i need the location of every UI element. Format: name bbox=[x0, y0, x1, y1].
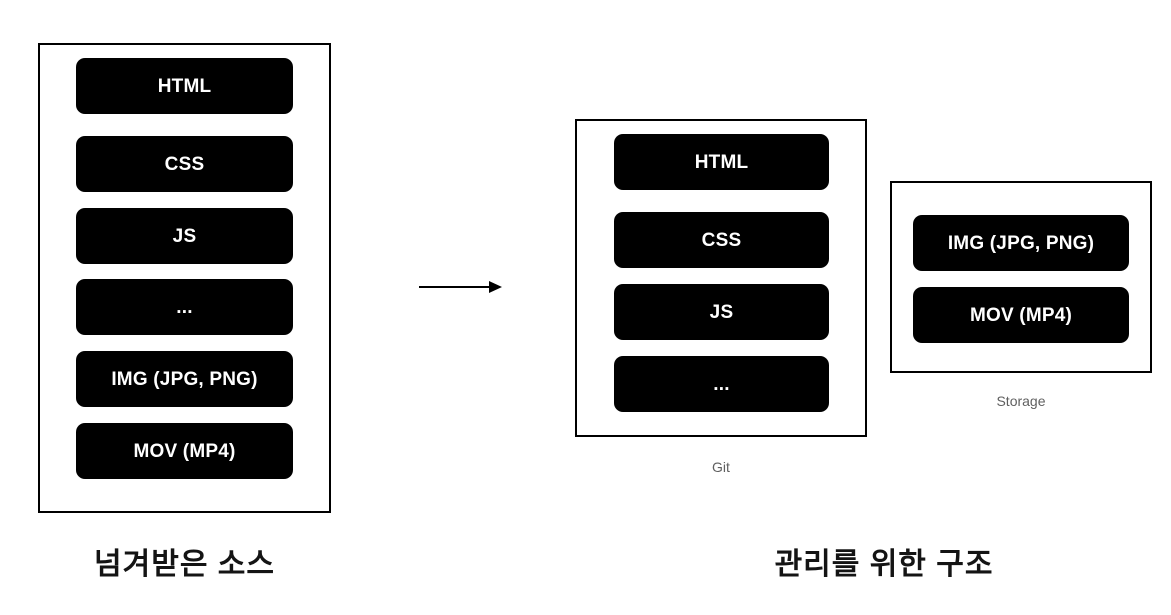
source-item-mov: MOV (MP4) bbox=[76, 423, 293, 479]
source-item-js: JS bbox=[76, 208, 293, 264]
storage-group-caption: Storage bbox=[996, 393, 1046, 409]
git-item-html: HTML bbox=[614, 134, 829, 190]
source-item-img: IMG (JPG, PNG) bbox=[76, 351, 293, 407]
storage-item-mov-label: MOV (MP4) bbox=[969, 304, 1073, 326]
git-item-ellipsis-label: ... bbox=[713, 373, 730, 395]
source-item-ellipsis-label: ... bbox=[176, 296, 193, 318]
source-item-html-label: HTML bbox=[157, 75, 212, 97]
git-item-ellipsis: ... bbox=[614, 356, 829, 412]
source-item-img-label: IMG (JPG, PNG) bbox=[111, 368, 258, 390]
source-item-mov-label: MOV (MP4) bbox=[133, 440, 236, 462]
git-item-js-label: JS bbox=[709, 301, 734, 323]
git-group-caption: Git bbox=[712, 459, 730, 475]
source-item-html: HTML bbox=[76, 58, 293, 114]
managed-structure-heading: 관리를 위한 구조 bbox=[774, 548, 994, 581]
source-item-js-label: JS bbox=[172, 225, 197, 247]
arrow-right-icon bbox=[419, 281, 502, 293]
source-item-ellipsis: ... bbox=[76, 279, 293, 335]
storage-group-container bbox=[890, 181, 1152, 373]
source-item-css-label: CSS bbox=[164, 153, 205, 175]
git-item-js: JS bbox=[614, 284, 829, 340]
git-item-css: CSS bbox=[614, 212, 829, 268]
source-item-css: CSS bbox=[76, 136, 293, 192]
source-group-heading: 넘겨받은 소스 bbox=[94, 548, 275, 581]
storage-item-mov: MOV (MP4) bbox=[913, 287, 1129, 343]
git-item-html-label: HTML bbox=[694, 151, 749, 173]
storage-item-img: IMG (JPG, PNG) bbox=[913, 215, 1129, 271]
git-item-css-label: CSS bbox=[701, 229, 742, 251]
storage-item-img-label: IMG (JPG, PNG) bbox=[947, 232, 1095, 254]
